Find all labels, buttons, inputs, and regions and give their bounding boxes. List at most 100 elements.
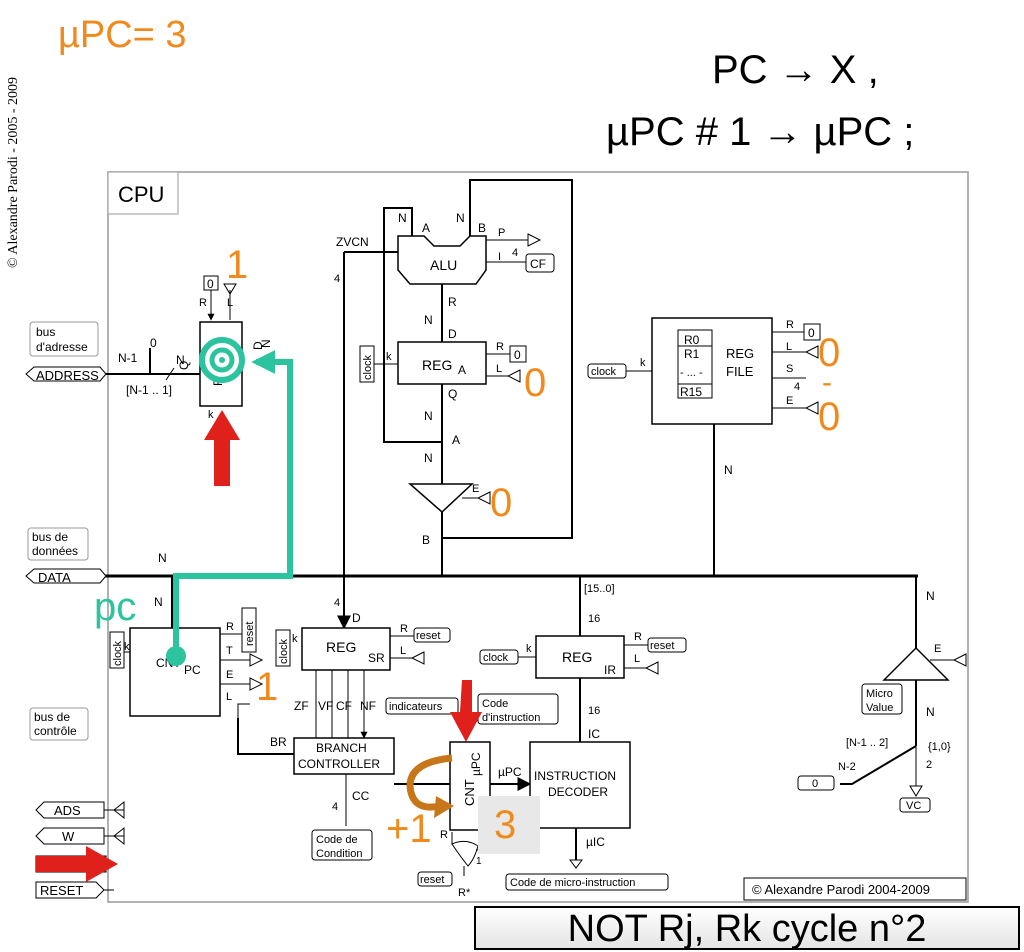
- labels-d-text: D: [448, 327, 457, 341]
- labels-a-text: A: [452, 433, 460, 447]
- labels-four-text: 4: [332, 801, 338, 813]
- labels-q-text: Q: [177, 361, 191, 370]
- data-bus-port: DATA: [25, 568, 107, 585]
- labels-r-star-text: R*: [458, 887, 471, 899]
- ads-port: ADS: [35, 800, 125, 820]
- labels-n-text: N: [158, 551, 167, 565]
- reg-ir-reset-tag: reset: [647, 637, 687, 653]
- labels-n-text: N: [926, 705, 935, 719]
- labels-micro-2-text: Value: [866, 702, 893, 714]
- labels-code-instr-1-text: Code: [482, 698, 508, 710]
- labels-code-cond-2-text: Condition: [316, 848, 362, 860]
- bus-controle-2: contrôle: [34, 724, 77, 738]
- labels-cc-text: CC: [352, 789, 370, 803]
- labels-n-text: N: [176, 353, 185, 367]
- labels-n-text: N: [424, 451, 433, 465]
- labels-range-15-text: [15..0]: [584, 583, 615, 595]
- labels-range-n2-text: [N-1 .. 2]: [846, 737, 888, 749]
- labels-k-text: k: [386, 351, 392, 363]
- labels-r-text: R: [448, 295, 457, 309]
- labels-zero-text: 0: [808, 326, 815, 340]
- labels-n-text: N: [456, 211, 465, 225]
- address-port: ADDRESS: [25, 366, 107, 383]
- labels-four-text: 4: [794, 381, 800, 393]
- labels-k-text: k: [526, 643, 532, 655]
- labels-cf-flag-text: CF: [336, 699, 352, 713]
- labels-range-n1-text: [N-1 .. 1]: [126, 383, 172, 397]
- labels-zvcn-text: ZVCN: [336, 235, 369, 249]
- pc-reset-tag: reset: [241, 607, 257, 653]
- bus-controle-1: bus de: [34, 710, 70, 724]
- labels-micro-1-text: Micro: [866, 688, 893, 700]
- labels-a-text: A: [422, 221, 430, 235]
- labels-clock-text: clock: [112, 640, 124, 666]
- annotation-zero-e: 0: [818, 395, 840, 439]
- labels-nf-text: NF: [360, 699, 376, 713]
- bus-donnees-2: données: [32, 544, 78, 558]
- external-ads-text: ADS: [54, 803, 81, 818]
- alu-block: [397, 235, 487, 285]
- annotation-zero-l: 0: [818, 331, 840, 375]
- labels-cf-text: CF: [530, 257, 546, 271]
- labels-l-text: L: [496, 363, 502, 375]
- labels-clock-text: clock: [362, 354, 374, 380]
- blocks-branch-l1-text: BRANCH: [316, 741, 367, 755]
- labels-t-text: T: [226, 645, 233, 657]
- annotation-one-top: 1: [226, 243, 248, 287]
- labels-l-text: L: [400, 645, 406, 657]
- green-dot: [166, 646, 186, 666]
- labels-e-text: E: [472, 483, 479, 495]
- annotation-zero-buffer: 0: [490, 481, 512, 525]
- bus-adresse-2: d'adresse: [36, 340, 88, 354]
- labels-code-micro-text: Code de micro-instruction: [510, 877, 635, 889]
- labels-one-small-text: 1: [476, 856, 482, 867]
- labels-zero-text: 0: [812, 778, 818, 790]
- reg-sr-reset-tag: reset: [413, 627, 451, 643]
- blocks-rega-text: REG: [422, 357, 452, 373]
- labels-l-text: L: [786, 341, 792, 353]
- labels-vc-text: VC: [906, 800, 921, 812]
- blocks-rf-dots-text: - ... -: [680, 367, 703, 379]
- labels-four-text: 4: [512, 247, 518, 259]
- blocks-rf-r1-text: R1: [684, 347, 700, 361]
- labels-e-text: E: [226, 669, 233, 681]
- labels-zero-text: 0: [514, 348, 521, 362]
- labels-r-text: R: [440, 829, 448, 841]
- instruction-decoder: [529, 741, 631, 829]
- labels-sixteen-text: 16: [588, 613, 600, 625]
- w-port: W: [35, 826, 125, 846]
- labels-r-text: R: [226, 621, 234, 633]
- labels-r-text: R: [199, 297, 207, 309]
- labels-n-text: N: [398, 211, 407, 225]
- labels-k-text: k: [640, 357, 646, 369]
- labels-r-text: R: [634, 631, 642, 643]
- labels-four-text: 4: [334, 597, 340, 609]
- blocks-reg-ir-sub-text: IR: [604, 663, 616, 677]
- cycle-label: NOT Rj, Rk cycle n°2: [474, 906, 1020, 950]
- external-address-text: ADDRESS: [36, 368, 99, 383]
- increment-loop: [406, 754, 453, 811]
- annotation-three: 3: [494, 803, 516, 847]
- labels-n1-text: N-1: [118, 351, 138, 365]
- labels-k-text: k: [208, 409, 214, 421]
- labels-n-text: N: [259, 339, 273, 348]
- labels-n-text: N: [424, 313, 433, 327]
- green-target-inner: [209, 347, 235, 373]
- labels-reset-small-text: reset: [650, 640, 674, 652]
- reg-sr-clock-tag: clock: [275, 629, 291, 667]
- cpu-label-box: [107, 171, 179, 215]
- cpu-frame: [107, 171, 969, 903]
- labels-reset-small-text: reset: [244, 622, 256, 646]
- green-target-outer: [199, 337, 245, 383]
- annotation-plus-one: +1: [386, 807, 432, 851]
- labels-ic-text: IC: [588, 727, 600, 741]
- bus-donnees-1: bus de: [32, 530, 68, 544]
- annotation-dash: -: [822, 366, 832, 399]
- labels-reset-small-text: reset: [416, 630, 440, 642]
- labels-clock-text: clock: [278, 638, 290, 664]
- red-arrow-clock: [204, 410, 240, 486]
- address-register: [199, 321, 243, 407]
- green-data-path: [173, 350, 293, 656]
- labels-k-text: k: [292, 633, 298, 645]
